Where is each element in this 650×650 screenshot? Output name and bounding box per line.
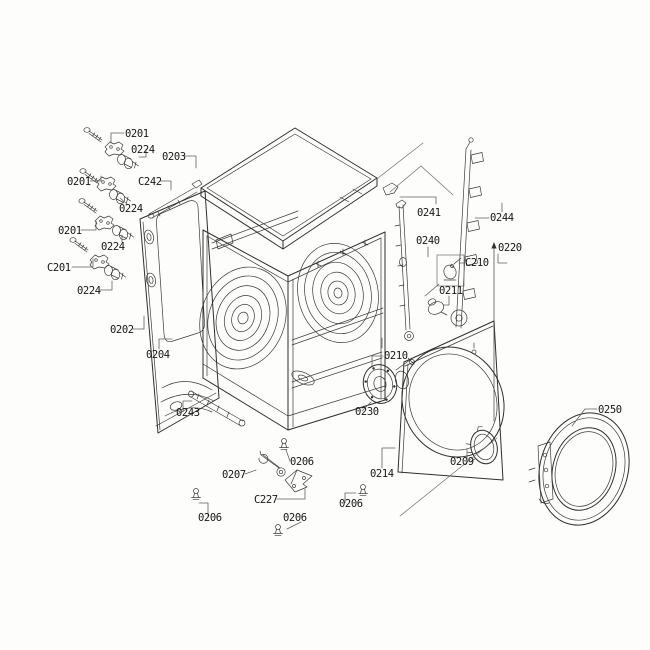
part-angle-bracket (284, 469, 313, 493)
part-label-0206-1: 0206 (290, 456, 314, 468)
part-label-0211: 0211 (439, 285, 463, 297)
part-label-0224-2: 0224 (119, 203, 143, 215)
part-label-0201-2: 0201 (67, 176, 91, 188)
part-door-cap (466, 426, 498, 465)
part-small-fitting (427, 298, 448, 316)
part-label-0207: 0207 (222, 469, 246, 481)
part-label-0250: 0250 (598, 404, 622, 416)
part-label-c242: C242 (138, 176, 162, 188)
part-base-rail (188, 390, 246, 427)
part-label-c210: C210 (465, 257, 489, 269)
part-labels: 0201 0224 0203 0201 C242 0224 0201 0224 … (47, 128, 622, 524)
part-label-c201: C201 (47, 262, 71, 274)
part-top-lid (200, 127, 378, 250)
spiral-pattern-inner-face (297, 243, 379, 343)
part-label-0209: 0209 (450, 456, 474, 468)
part-shaft-support (394, 357, 415, 390)
part-label-0224-4: 0224 (77, 285, 101, 297)
part-label-0206-3: 0206 (283, 512, 307, 524)
part-cross-rail (147, 179, 203, 219)
part-label-0241: 0241 (417, 207, 441, 219)
part-bearing-flange (362, 364, 398, 404)
part-label-0220: 0220 (498, 242, 522, 254)
part-label-0201-3: 0201 (58, 225, 82, 237)
part-label-c227: C227 (254, 494, 278, 506)
part-label-0244: 0244 (490, 212, 514, 224)
part-harness-bracket (450, 137, 484, 329)
part-label-0240: 0240 (416, 235, 440, 247)
part-detail-box (436, 254, 465, 287)
part-front-panel (397, 320, 505, 481)
part-label-0206-4: 0206 (339, 498, 363, 510)
part-label-0206-2: 0206 (198, 512, 222, 524)
part-label-0243: 0243 (176, 407, 200, 419)
part-label-0214: 0214 (370, 468, 394, 480)
part-side-frame-panel (139, 190, 220, 434)
part-label-0224-1: 0224 (131, 144, 155, 156)
part-label-0201-1: 0201 (125, 128, 149, 140)
part-door-ring (528, 412, 630, 526)
part-label-0210: 0210 (384, 350, 408, 362)
part-cabinet-frame (202, 210, 386, 431)
leader-lines (71, 132, 598, 530)
part-long-rod (491, 242, 497, 422)
part-label-0204: 0204 (146, 349, 170, 361)
part-wrench (258, 450, 286, 477)
part-label-0230: 0230 (355, 406, 379, 418)
part-slide-rail (382, 182, 414, 341)
part-label-0202: 0202 (110, 324, 134, 336)
part-label-0224-3: 0224 (101, 241, 125, 253)
part-label-0203: 0203 (162, 151, 186, 163)
